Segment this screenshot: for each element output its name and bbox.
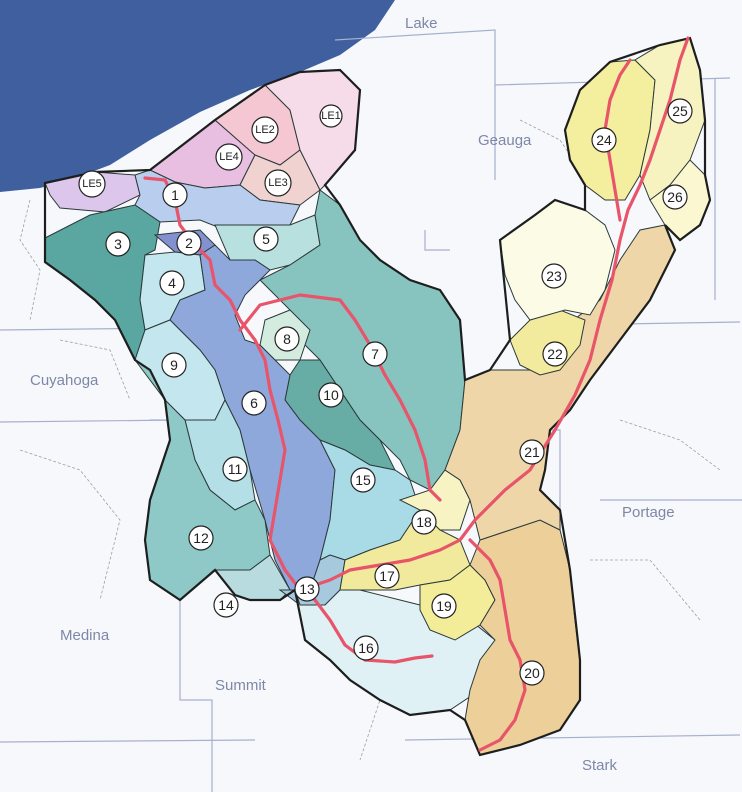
county-labels: Lake Geauga Cuyahoga Portage Medina Summ… (30, 15, 675, 774)
county-label-cuyahoga: Cuyahoga (30, 372, 99, 389)
watershed-marker-21[interactable]: 21 (519, 439, 545, 465)
watershed-marker-le3[interactable]: LE3 (264, 169, 292, 197)
watershed-marker-17[interactable]: 17 (374, 563, 400, 589)
lake-erie-water (0, 0, 395, 192)
svg-text:10: 10 (323, 387, 339, 403)
watershed-marker-19[interactable]: 19 (431, 593, 457, 619)
svg-text:LE5: LE5 (82, 178, 102, 190)
watershed-marker-le5[interactable]: LE5 (78, 170, 106, 198)
watershed-marker-16[interactable]: 16 (353, 635, 379, 661)
watershed-marker-6[interactable]: 6 (241, 390, 267, 416)
watershed-marker-le4[interactable]: LE4 (215, 143, 243, 171)
watershed-marker-le2[interactable]: LE2 (251, 116, 279, 144)
svg-text:26: 26 (667, 189, 683, 205)
watershed-marker-26[interactable]: 26 (662, 184, 688, 210)
svg-text:11: 11 (228, 461, 243, 477)
svg-text:3: 3 (114, 236, 122, 252)
watershed-marker-13[interactable]: 13 (294, 576, 320, 602)
svg-text:14: 14 (218, 597, 234, 613)
watershed-marker-3[interactable]: 3 (105, 231, 131, 257)
svg-text:6: 6 (250, 395, 258, 411)
svg-text:24: 24 (596, 132, 612, 148)
watershed-markers: LE1 LE2 LE3 LE4 LE5 1 2 3 4 5 6 7 8 9 10… (78, 98, 693, 686)
watershed-marker-10[interactable]: 10 (318, 382, 344, 408)
svg-text:7: 7 (371, 346, 379, 362)
svg-text:17: 17 (379, 568, 395, 584)
watershed-marker-1[interactable]: 1 (162, 182, 188, 208)
svg-text:1: 1 (171, 187, 179, 203)
watershed-marker-20[interactable]: 20 (519, 660, 545, 686)
cuyahoga-upper-branch (298, 36, 690, 592)
svg-text:LE3: LE3 (268, 177, 288, 189)
watershed-marker-15[interactable]: 15 (350, 467, 376, 493)
svg-text:20: 20 (524, 665, 540, 681)
svg-text:5: 5 (262, 231, 270, 247)
county-label-lake: Lake (405, 15, 438, 32)
watershed-marker-14[interactable]: 14 (213, 592, 239, 618)
watershed-marker-25[interactable]: 25 (667, 98, 693, 124)
watershed-marker-9[interactable]: 9 (161, 352, 187, 378)
watershed-marker-le1[interactable]: LE1 (319, 104, 343, 128)
svg-text:15: 15 (355, 472, 371, 488)
svg-text:18: 18 (416, 514, 432, 530)
svg-text:25: 25 (672, 103, 688, 119)
watershed-marker-12[interactable]: 12 (188, 525, 214, 551)
svg-text:16: 16 (358, 640, 374, 656)
county-label-medina: Medina (60, 627, 110, 644)
watershed-marker-2[interactable]: 2 (176, 230, 202, 256)
watershed-marker-24[interactable]: 24 (591, 127, 617, 153)
svg-text:2: 2 (185, 235, 193, 251)
watershed-marker-18[interactable]: 18 (411, 509, 437, 535)
watershed-marker-5[interactable]: 5 (253, 226, 279, 252)
svg-text:13: 13 (299, 581, 315, 597)
watershed-polygons (44, 37, 711, 756)
svg-text:12: 12 (193, 530, 209, 546)
svg-text:LE2: LE2 (255, 124, 275, 136)
svg-text:19: 19 (436, 598, 452, 614)
svg-text:23: 23 (546, 268, 562, 284)
svg-text:LE1: LE1 (321, 110, 341, 122)
svg-text:22: 22 (547, 346, 563, 362)
watershed-marker-11[interactable]: 11 (222, 456, 248, 482)
watershed-outline (43, 36, 712, 757)
southern-branch (468, 538, 527, 752)
svg-text:9: 9 (170, 357, 178, 373)
svg-text:8: 8 (283, 331, 291, 347)
svg-text:21: 21 (524, 444, 540, 460)
county-label-summit: Summit (215, 677, 267, 694)
county-label-geauga: Geauga (478, 132, 532, 149)
county-label-stark: Stark (582, 757, 618, 774)
watershed-marker-7[interactable]: 7 (362, 341, 388, 367)
svg-text:LE4: LE4 (219, 151, 239, 163)
watershed-marker-23[interactable]: 23 (541, 263, 567, 289)
watershed-marker-22[interactable]: 22 (542, 341, 568, 367)
watershed-marker-4[interactable]: 4 (159, 270, 185, 296)
county-label-portage: Portage (622, 504, 675, 521)
watershed-marker-8[interactable]: 8 (274, 326, 300, 352)
svg-text:4: 4 (168, 275, 176, 291)
